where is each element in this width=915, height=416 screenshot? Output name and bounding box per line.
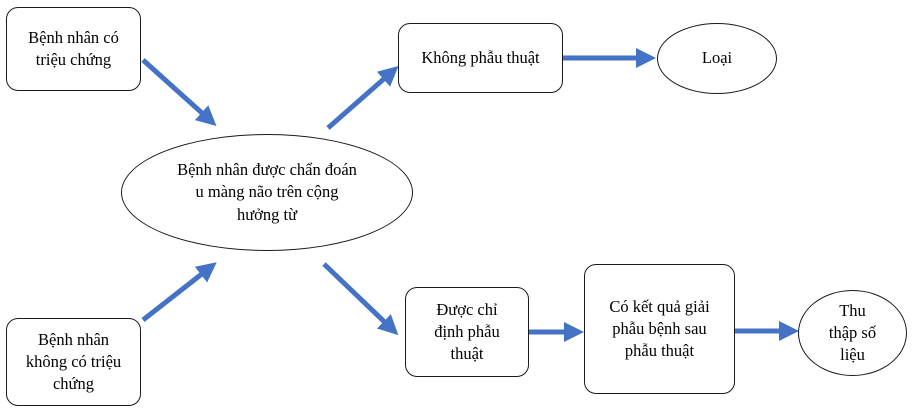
node-diagnosed-label: Bệnh nhân được chẩn đoán u màng não trên… [177,160,357,224]
node-asymptomatic: Bệnh nhân không có triệu chứng [6,318,141,406]
node-surgery: Được chỉ định phẫu thuật [405,287,529,377]
node-diagnosed: Bệnh nhân được chẩn đoán u màng não trên… [121,134,413,251]
node-pathology-label: Có kết quả giải phẫu bệnh sau phẫu thuật [609,296,710,361]
node-surgery-label: Được chỉ định phẫu thuật [434,299,500,364]
arrow-asymptomatic-to-diagnosed [141,262,217,322]
node-no-surgery: Không phẫu thuật [398,23,563,93]
node-no-surgery-label: Không phẫu thuật [421,47,540,67]
node-asymptomatic-label: Bệnh nhân không có triệu chứng [25,329,122,394]
node-pathology: Có kết quả giải phẫu bệnh sau phẫu thuật [584,264,735,394]
arrow-diagnosed-to-no-surgery [326,66,399,130]
node-symptomatic-label: Bệnh nhân có triệu chứng [28,27,119,69]
arrow-symptomatic-to-diagnosed [141,58,217,127]
node-collect: Thu thập số liệu [798,290,907,376]
node-excluded-label: Loại [701,48,733,68]
node-excluded: Loại [657,23,777,94]
node-collect-label: Thu thập số liệu [828,300,877,365]
node-symptomatic: Bệnh nhân có triệu chứng [6,7,141,91]
arrow-diagnosed-to-surgery [322,262,399,336]
